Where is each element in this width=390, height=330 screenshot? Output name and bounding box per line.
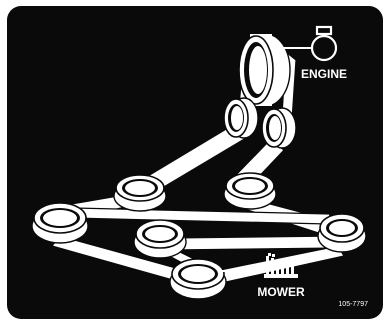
pulley-idler-right [223, 172, 277, 210]
engine-callout: ENGINE [270, 25, 347, 81]
engine-label: ENGINE [301, 67, 347, 81]
mower-deck-icon [264, 253, 298, 278]
engine-icon [310, 25, 338, 62]
pulley-far-left [31, 202, 89, 244]
part-number: 105-7797 [338, 301, 368, 308]
pulley-idler-left [113, 174, 167, 212]
mower-label: MOWER [257, 285, 305, 299]
pulley-far-right [317, 213, 367, 253]
mower-callout: MOWER [218, 253, 305, 299]
pulley-middle [133, 219, 187, 259]
pulley-idler-upper-left [223, 97, 259, 139]
pulley-engine [238, 33, 291, 107]
pulley-idler-upper-right [261, 107, 297, 149]
pulley-mower [169, 258, 227, 300]
belt-run-mid-right [169, 235, 339, 251]
